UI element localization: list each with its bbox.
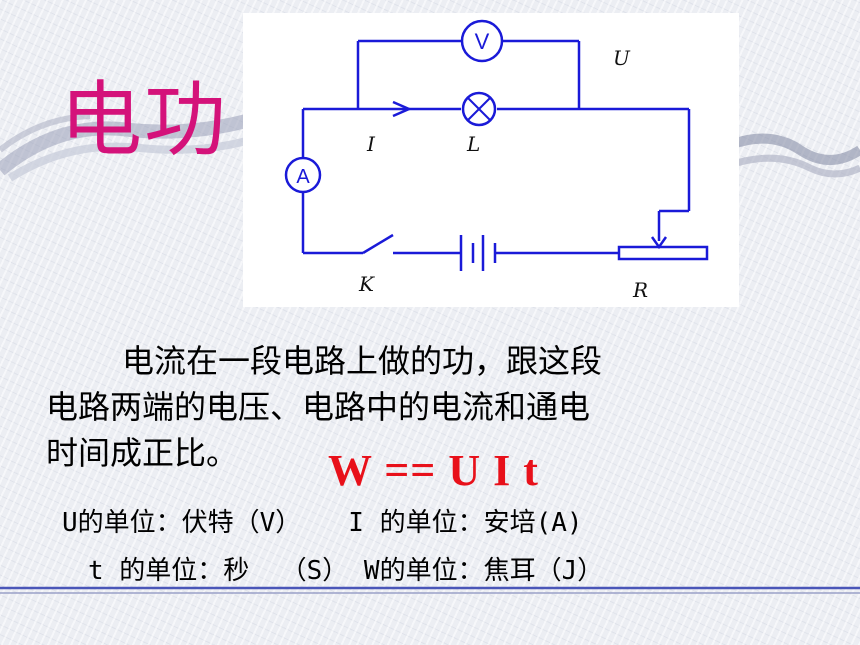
lamp-icon: [461, 91, 497, 127]
label-switch: K: [358, 272, 375, 296]
battery-icon: [459, 235, 497, 271]
units-line-2: t 的单位：秒 （S） W的单位：焦耳（J）: [88, 556, 604, 586]
definition-paragraph: 电流在一段电路上做的功，跟这段 电路两端的电压、电路中的电流和通电 时间成正比。: [46, 338, 806, 476]
voltmeter-icon: V: [460, 19, 504, 63]
label-voltage: U: [613, 46, 631, 70]
current-arrow-icon: [392, 100, 413, 118]
label-current: I: [366, 132, 376, 156]
circuit-svg: V A: [284, 19, 709, 302]
switch-icon: [362, 233, 394, 255]
units-line-1: U的单位：伏特（V） I 的单位：安培(A): [62, 508, 583, 538]
left-swoosh-decoration: [0, 113, 250, 182]
bottom-accent-line: [0, 586, 860, 594]
right-swoosh-decoration: [730, 133, 860, 178]
ammeter-symbol: A: [296, 166, 310, 188]
voltmeter-symbol: V: [475, 29, 490, 54]
paragraph-line-1: 电流在一段电路上做的功，跟这段: [46, 338, 806, 384]
paragraph-line-1-text: 电流在一段电路上做的功，跟这段: [122, 342, 603, 380]
paragraph-line-2: 电路两端的电压、电路中的电流和通电: [46, 388, 591, 426]
rheostat-icon: [617, 236, 709, 261]
formula: W == U I t: [328, 446, 539, 495]
circuit-diagram: V A: [243, 13, 739, 307]
paragraph-line-3: 时间成正比。: [46, 434, 239, 472]
label-lamp: L: [466, 132, 480, 156]
ammeter-icon: A: [284, 156, 322, 194]
label-rheostat: R: [632, 278, 648, 302]
page-title: 电功: [60, 73, 229, 168]
